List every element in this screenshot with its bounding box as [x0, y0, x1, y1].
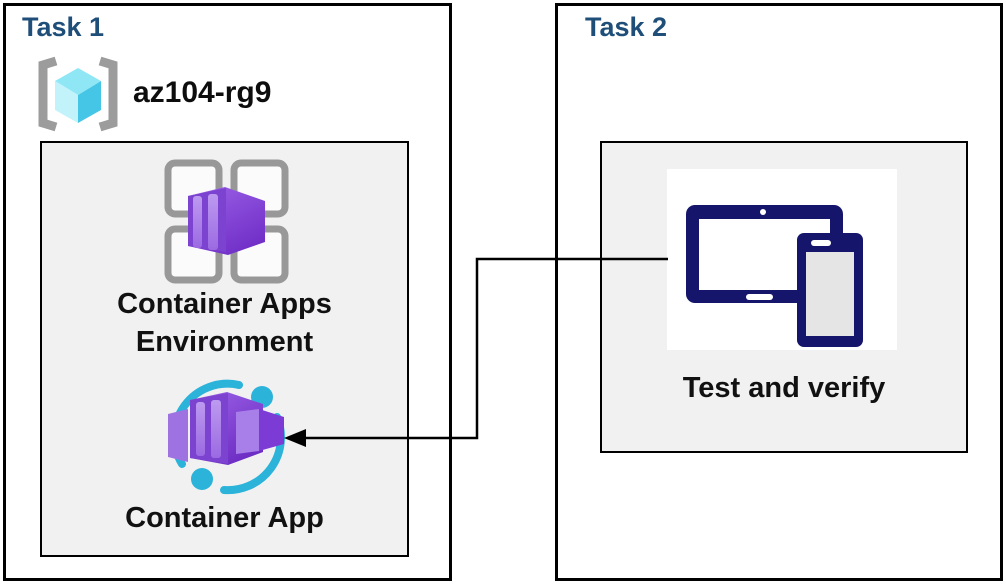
devices-icon-background — [667, 169, 897, 350]
test-and-verify-label: Test and verify — [682, 372, 886, 404]
task1-title: Task 1 — [22, 12, 105, 42]
task2-title: Task 2 — [585, 12, 668, 42]
environment-label-line2: Environment — [135, 326, 314, 358]
container-app-label: Container App — [125, 502, 324, 534]
resource-group-name: az104-rg9 — [133, 76, 272, 109]
environment-label-line1: Container Apps — [117, 288, 332, 320]
environment-label: Container Apps Environment — [42, 285, 407, 361]
